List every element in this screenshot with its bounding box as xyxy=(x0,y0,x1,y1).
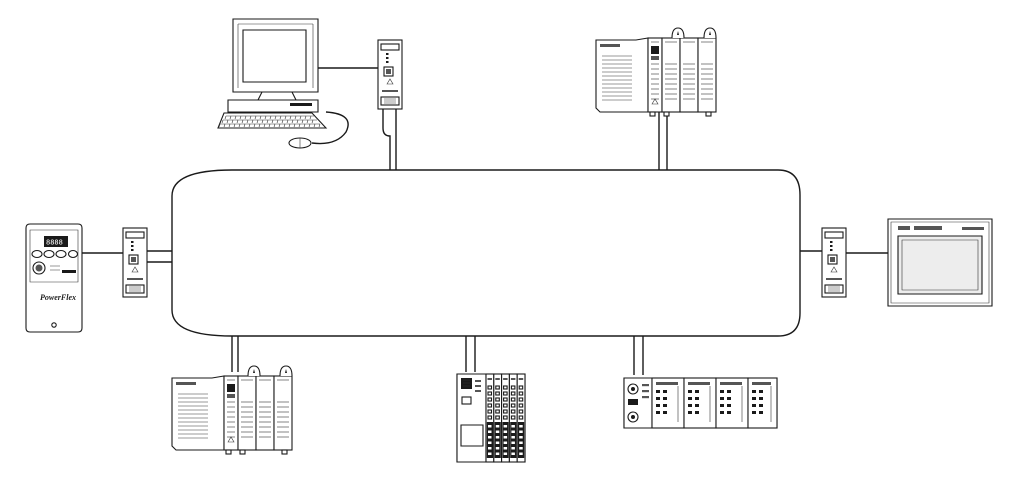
network-tap-icon xyxy=(377,39,403,110)
io-module-rack-icon xyxy=(623,377,778,429)
plc-chassis-icon xyxy=(595,27,717,117)
workstation-computer-icon xyxy=(217,18,349,149)
operator-terminal-icon xyxy=(887,218,993,307)
distributed-io-icon xyxy=(456,373,526,463)
ac-drive-icon: 8888 PowerFlex xyxy=(25,223,83,333)
network-cabling xyxy=(82,67,888,375)
drive-brand-label: PowerFlex xyxy=(40,293,76,302)
drive-display-digits: 8888 xyxy=(46,239,63,247)
plc-chassis-icon xyxy=(171,365,293,455)
network-tap-icon xyxy=(122,227,148,298)
network-tap-icon xyxy=(821,227,847,298)
